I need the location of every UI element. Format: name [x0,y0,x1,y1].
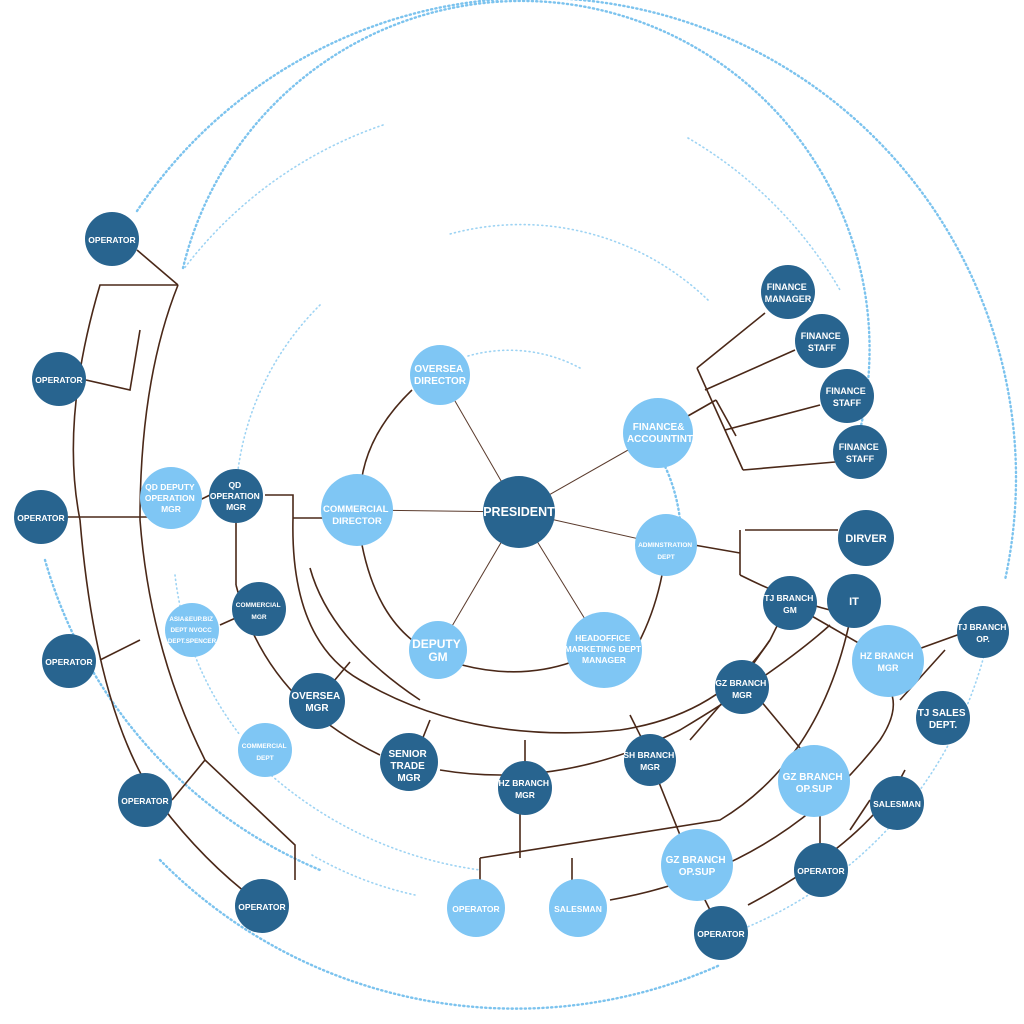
svg-text:OPERATOR: OPERATOR [697,929,744,939]
node-commercial-mgr[interactable]: COMMERCIAL MGR [232,582,286,636]
svg-text:OPERATOR: OPERATOR [121,796,168,806]
svg-text:ASIA&EUP.BIZ DEPT NVOC: ASIA&EUP.BIZ DEPT NVOCC DEPT.SPENCER [168,616,217,645]
svg-text:GZ BRANCH OP.SUP: GZ BRANCH OP.SUP [666,855,729,878]
svg-text:GZ BRANCH OP.SUP: GZ BRANCH OP.SUP [783,772,846,795]
node-operator-bottom[interactable]: OPERATOR [447,879,505,937]
node-president[interactable]: PRESIDENT [483,476,555,548]
node-asia-eup-dept[interactable]: ASIA&EUP.BIZ DEPT NVOCC DEPT.SPENCER [165,603,219,657]
node-deputy-gm[interactable]: DEPUTY GM [409,621,467,679]
node-it[interactable]: IT [827,574,881,628]
svg-text:TJ BRANCH GM: TJ BRANCH GM [764,593,816,615]
node-senior-trade-mgr[interactable]: SENIOR TRADE MGR [380,733,438,791]
node-qd-operation-mgr[interactable]: QD OPERATION MGR [209,469,263,523]
node-finance-accountint[interactable]: FINANCE& ACCOUNTINT [623,398,693,468]
nodes: PRESIDENT OVERSEA DIRECTOR FINANCE& ACCO… [14,212,1009,960]
node-hz-branch-mgr-right[interactable]: HZ BRANCH MGR [852,625,924,697]
node-salesman-right[interactable]: SALESMAN [870,776,924,830]
svg-text:TJ SALES DEPT.: TJ SALES DEPT. [918,708,969,731]
node-operator-right[interactable]: OPERATOR [794,843,848,897]
svg-text:OPERATOR: OPERATOR [797,866,844,876]
svg-text:SH BRANCH MGR: SH BRANCH MGR [623,750,676,772]
node-gz-branch-opsup-bottom[interactable]: GZ BRANCH OP.SUP [661,829,733,901]
svg-text:TJ BRANCH OP.: TJ BRANCH OP. [957,622,1009,644]
svg-text:DEPUTY GM: DEPUTY GM [412,637,464,664]
node-operator-left-3[interactable]: OPERATOR [14,490,68,544]
svg-text:OPERATOR: OPERATOR [88,235,135,245]
node-sh-branch-mgr[interactable]: SH BRANCH MGR [623,734,676,786]
svg-text:GZ BRANCH MGR: GZ BRANCH MGR [715,678,768,700]
svg-text:IT: IT [849,596,859,608]
svg-text:SENIOR TRADE M: SENIOR TRADE MGR [388,749,429,784]
svg-text:COMMERCIAL MGR: COMMERCIAL MGR [236,602,282,621]
node-tj-branch-gm[interactable]: TJ BRANCH GM [763,576,817,630]
svg-text:HEADOFFICE MARKETING D: HEADOFFICE MARKETING DEPT MANAGER [565,633,644,665]
node-tj-branch-op[interactable]: TJ BRANCH OP. [957,606,1009,658]
svg-text:QD DEPUTY OPERATION: QD DEPUTY OPERATION MGR [145,482,197,514]
node-finance-manager[interactable]: FINANCE MANAGER [761,265,815,319]
node-qd-deputy-operation-mgr[interactable]: QD DEPUTY OPERATION MGR [140,467,202,529]
node-operator-left-2[interactable]: OPERATOR [32,352,86,406]
node-commercial-dept[interactable]: COMMERCIAL DEPT [238,723,292,777]
node-hz-branch-mgr-bottom[interactable]: HZ BRANCH MGR [498,761,552,815]
node-administration-dept[interactable]: ADMINSTRATION DEPT [635,514,697,576]
node-finance-staff-2[interactable]: FINANCE STAFF [820,369,874,423]
node-commercial-director[interactable]: COMMERCIAL DIRECTOR [321,474,393,546]
svg-text:OPERATOR: OPERATOR [17,513,64,523]
svg-text:OPERATOR: OPERATOR [452,904,499,914]
tree-connectors [68,249,986,931]
svg-text:ADMINSTRATION DEPT: ADMINSTRATION DEPT [638,542,694,561]
node-headoffice-marketing[interactable]: HEADOFFICE MARKETING DEPT MANAGER [565,612,644,688]
svg-text:COMMERCIAL DEPT: COMMERCIAL DEPT [242,743,288,762]
svg-text:FINANCE STAFF: FINANCE STAFF [839,442,882,464]
svg-text:OVERSEA MGR: OVERSEA MGR [291,691,342,714]
svg-text:OPERATOR: OPERATOR [35,375,82,385]
node-oversea-director[interactable]: OVERSEA DIRECTOR [410,345,470,405]
node-operator-left-6[interactable]: OPERATOR [235,879,289,933]
svg-text:DIRVER: DIRVER [845,533,886,545]
svg-text:HZ BRANCH MGR: HZ BRANCH MGR [499,778,552,800]
node-gz-branch-opsup-right[interactable]: GZ BRANCH OP.SUP [778,745,850,817]
svg-text:FINANCE STAFF: FINANCE STAFF [801,331,844,353]
node-gz-branch-mgr[interactable]: GZ BRANCH MGR [715,660,769,714]
svg-text:FINANCE MANAGER: FINANCE MANAGER [765,282,812,304]
svg-text:HZ BRANCH MGR: HZ BRANCH MGR [860,651,916,673]
node-operator-left-4[interactable]: OPERATOR [42,634,96,688]
svg-text:OPERATOR: OPERATOR [238,902,285,912]
svg-text:FINANCE STAFF: FINANCE STAFF [826,386,869,408]
svg-text:COMMERCIAL DIRECTOR: COMMERCIAL DIRECTOR [323,504,391,527]
svg-text:OPERATOR: OPERATOR [45,657,92,667]
svg-text:SALESMAN: SALESMAN [873,799,921,809]
svg-text:OVERSEA DIRECTOR: OVERSEA DIRECTOR [414,364,467,387]
node-finance-staff-3[interactable]: FINANCE STAFF [833,425,887,479]
node-salesman-bottom[interactable]: SALESMAN [549,879,607,937]
svg-text:PRESIDENT: PRESIDENT [483,505,555,519]
node-finance-staff-1[interactable]: FINANCE STAFF [795,314,849,368]
node-dirver[interactable]: DIRVER [838,510,894,566]
svg-text:SALESMAN: SALESMAN [554,904,602,914]
svg-text:QD OPERATION M: QD OPERATION MGR [210,480,262,512]
node-operator-left-1[interactable]: OPERATOR [85,212,139,266]
node-operator-left-5[interactable]: OPERATOR [118,773,172,827]
node-operator-bottom-right[interactable]: OPERATOR [694,906,748,960]
svg-text:FINANCE& ACCOUNTINT: FINANCE& ACCOUNTINT [627,422,693,445]
node-label: PRESIDENT [483,505,555,519]
node-oversea-mgr[interactable]: OVERSEA MGR [289,673,345,729]
node-tj-sales-dept[interactable]: TJ SALES DEPT. [916,691,970,745]
